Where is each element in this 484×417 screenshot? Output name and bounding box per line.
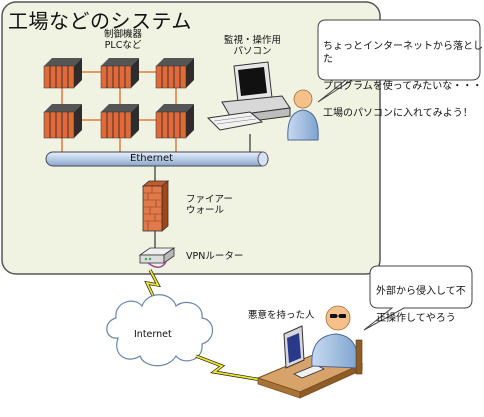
factory-boundary [1, 1, 381, 275]
operator-bubble-line: プログラムを使ってみたいな・・・ [323, 81, 483, 92]
monitor-pc-label: 監視・操作用 パソコン [224, 35, 282, 58]
attacker-bubble-line: 正操作してやろう [376, 312, 456, 324]
controller-rack [155, 58, 194, 89]
operator-bubble-line: 工場のパソコンに入れてみよう！ [323, 108, 473, 119]
firewall-label-line: ファイアー [186, 194, 233, 205]
attacker-bubble-text: 外部から侵入して不 正操作してやろう [376, 271, 466, 339]
monitor-pc-label-line: パソコン [233, 45, 272, 57]
attacker-speech-bubble [363, 265, 473, 331]
internet-cloud [106, 294, 214, 367]
monitor-pc-icon [206, 61, 291, 152]
page-title: 工場などのシステム [8, 9, 192, 33]
controllers-label-line: 制御機器 [104, 29, 143, 40]
controller-rack [100, 58, 139, 89]
controllers-label-line: PLCなど [104, 39, 142, 51]
operator-bubble-text: ちょっとインターネットから落とした プログラムを使ってみたいな・・・ 工場のパソ… [323, 26, 484, 134]
ethernet-label: Ethernet [130, 153, 174, 164]
attacker-label: 悪意を持った人 [248, 310, 315, 321]
ethernet-bus [45, 151, 269, 167]
vpn-router-label: VPNルーター [186, 251, 244, 262]
attacker-person-icon [256, 305, 364, 399]
controller-rack [43, 104, 82, 139]
operator-bubble-line: ちょっとインターネットから落とした [323, 40, 483, 66]
internet-label: Internet [134, 329, 172, 340]
controller-rack [155, 104, 194, 139]
firewall-label: ファイアー ウォール [186, 194, 233, 217]
operator-speech-bubble [317, 19, 481, 103]
monitor-pc-label-line: 監視・操作用 [224, 35, 282, 46]
operator-person-icon [287, 89, 319, 141]
firewall-label-line: ウォール [186, 204, 225, 216]
firewall-icon [141, 180, 170, 232]
attacker-bubble-line: 外部から侵入して不 [376, 285, 466, 297]
vpn-router-icon [138, 247, 176, 268]
controllers-label: 制御機器 PLCなど [104, 29, 143, 52]
controller-rack [100, 104, 139, 139]
controller-rack [43, 58, 82, 89]
